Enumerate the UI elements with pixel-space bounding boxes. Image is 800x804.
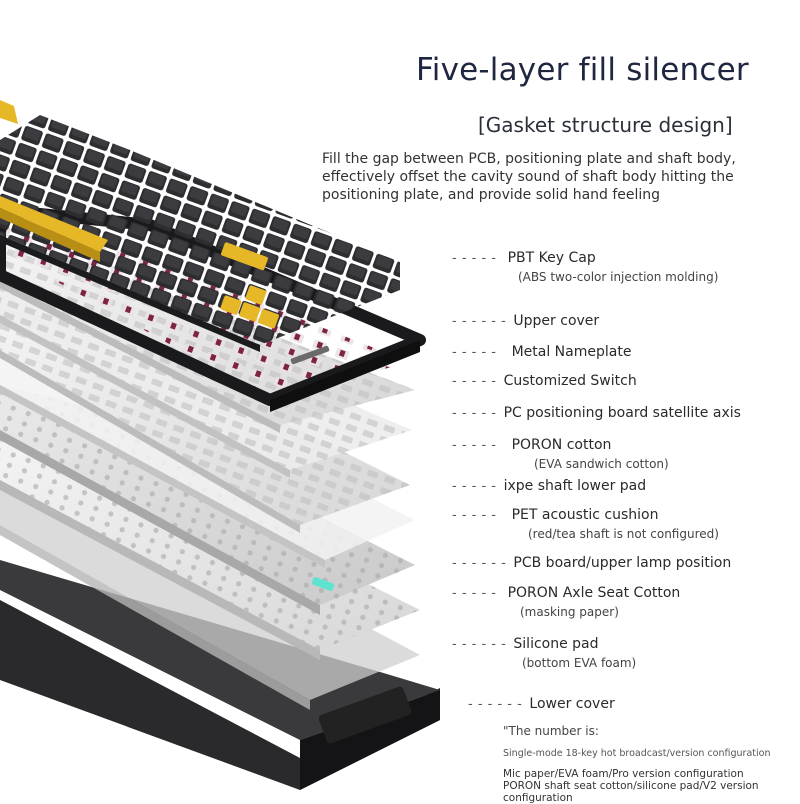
layer-label-silicone-pad: - - - - - - Silicone pad (bottom EVA foa…: [452, 636, 637, 670]
layer-label-pcb: - - - - - - PCB board/upper lamp positio…: [452, 555, 732, 571]
layer-label-lower-cover: - - - - - - Lower cover: [468, 696, 615, 712]
layer-label-poron-cotton: - - - - - PORON cotton (EVA sandwich cot…: [452, 437, 669, 471]
page-title: Five-layer fill silencer: [416, 52, 749, 88]
layer-label-positioning-board: - - - - - PC positioning board satellite…: [452, 405, 741, 421]
note-line-1: Single-mode 18-key hot broadcast/version…: [503, 748, 771, 759]
layer-label-nameplate: - - - - - Metal Nameplate: [452, 344, 632, 360]
layer-label-pet-cushion: - - - - - PET acoustic cushion (red/tea …: [452, 507, 719, 541]
page-subtitle: [Gasket structure design]: [478, 113, 733, 137]
note-line-2: Mic paper/EVA foam/Pro version configura…: [503, 768, 759, 804]
layer-label-switch: - - - - - Customized Switch: [452, 373, 637, 389]
layer-label-upper-cover: - - - - - - Upper cover: [452, 313, 600, 329]
configuration-note: "The number is: Single-mode 18-key hot b…: [503, 724, 783, 804]
layer-label-ixpe-pad: - - - - - ixpe shaft lower pad: [452, 478, 647, 494]
layer-label-keycap: - - - - - PBT Key Cap (ABS two-color inj…: [452, 250, 719, 284]
layer-label-poron-axle: - - - - - PORON Axle Seat Cotton (maskin…: [452, 585, 681, 619]
note-heading: "The number is:: [503, 724, 599, 738]
description-text: Fill the gap between PCB, positioning pl…: [322, 151, 736, 203]
keycap-layer: [0, 100, 400, 352]
